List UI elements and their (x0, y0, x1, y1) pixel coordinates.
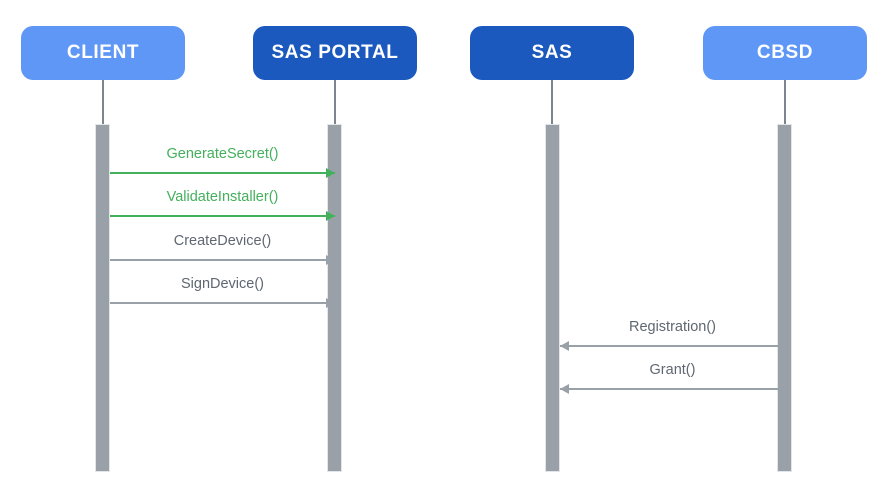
message-label-5: Registration() (628, 319, 717, 335)
lifeline-sas (551, 80, 553, 124)
lifeline-cbsd (784, 80, 786, 124)
actor-label-cbsd: CBSD (756, 42, 814, 63)
actor-box-client[interactable]: CLIENT (21, 26, 185, 80)
actor-box-sas[interactable]: SAS (470, 26, 634, 80)
message-line-1[interactable] (110, 172, 335, 174)
actor-box-sas-portal[interactable]: SAS PORTAL (253, 26, 417, 80)
actor-label-sas-portal: SAS PORTAL (271, 42, 399, 63)
message-label-1: GenerateSecret() (166, 146, 279, 162)
message-line-5[interactable] (560, 345, 785, 347)
actor-label-client: CLIENT (66, 42, 140, 63)
message-line-2[interactable] (110, 215, 335, 217)
activation-bar-sas (545, 124, 560, 472)
message-line-3[interactable] (110, 259, 335, 261)
message-label-2: ValidateInstaller() (166, 189, 279, 205)
arrow-head-right-1 (326, 168, 335, 178)
arrow-head-right-4 (326, 298, 335, 308)
message-line-4[interactable] (110, 302, 335, 304)
actor-box-cbsd[interactable]: CBSD (703, 26, 867, 80)
arrow-head-right-2 (326, 211, 335, 221)
actor-label-sas: SAS (531, 42, 573, 63)
arrow-head-right-3 (326, 255, 335, 265)
activation-bar-cbsd (777, 124, 792, 472)
message-label-3: CreateDevice() (173, 233, 272, 249)
message-line-6[interactable] (560, 388, 785, 390)
lifeline-client (102, 80, 104, 124)
lifeline-sas-portal (334, 80, 336, 124)
arrow-head-left-6 (560, 384, 569, 394)
message-label-6: Grant() (649, 362, 696, 378)
message-label-4: SignDevice() (181, 276, 264, 292)
arrow-head-left-5 (560, 341, 569, 351)
activation-bar-client (95, 124, 110, 472)
